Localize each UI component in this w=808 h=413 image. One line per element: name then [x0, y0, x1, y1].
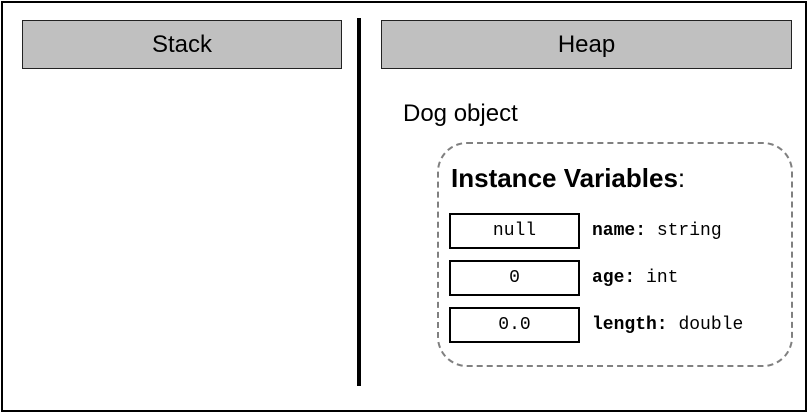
instance-variables-title-colon: : [677, 163, 686, 193]
variable-value-box: 0 [449, 260, 580, 296]
stack-heap-divider [357, 18, 361, 386]
stack-title: Stack [151, 30, 213, 58]
heap-header: Heap [381, 20, 792, 69]
object-label: Dog object [403, 100, 518, 127]
variable-row-length: 0.0 length: double [449, 307, 743, 343]
instance-variables-panel [437, 142, 793, 367]
variable-declaration: age: int [592, 268, 678, 288]
heap-title: Heap [557, 30, 616, 58]
variable-name: name: [592, 221, 647, 241]
variable-declaration: length: double [592, 315, 743, 335]
variable-row-age: 0 age: int [449, 260, 678, 296]
variable-row-name: null name: string [449, 213, 722, 249]
variable-name: length: [592, 315, 668, 335]
variable-declaration: name: string [592, 221, 722, 241]
variable-value-box: 0.0 [449, 307, 580, 343]
variable-type: double [678, 315, 744, 335]
variable-type: int [646, 268, 679, 288]
variable-name: age: [592, 268, 636, 288]
variable-value-box: null [449, 213, 580, 249]
variable-type: string [656, 221, 722, 241]
instance-variables-title-text: Instance Variables [451, 163, 678, 193]
stack-header: Stack [22, 20, 342, 69]
instance-variables-title: Instance Variables: [451, 163, 685, 194]
